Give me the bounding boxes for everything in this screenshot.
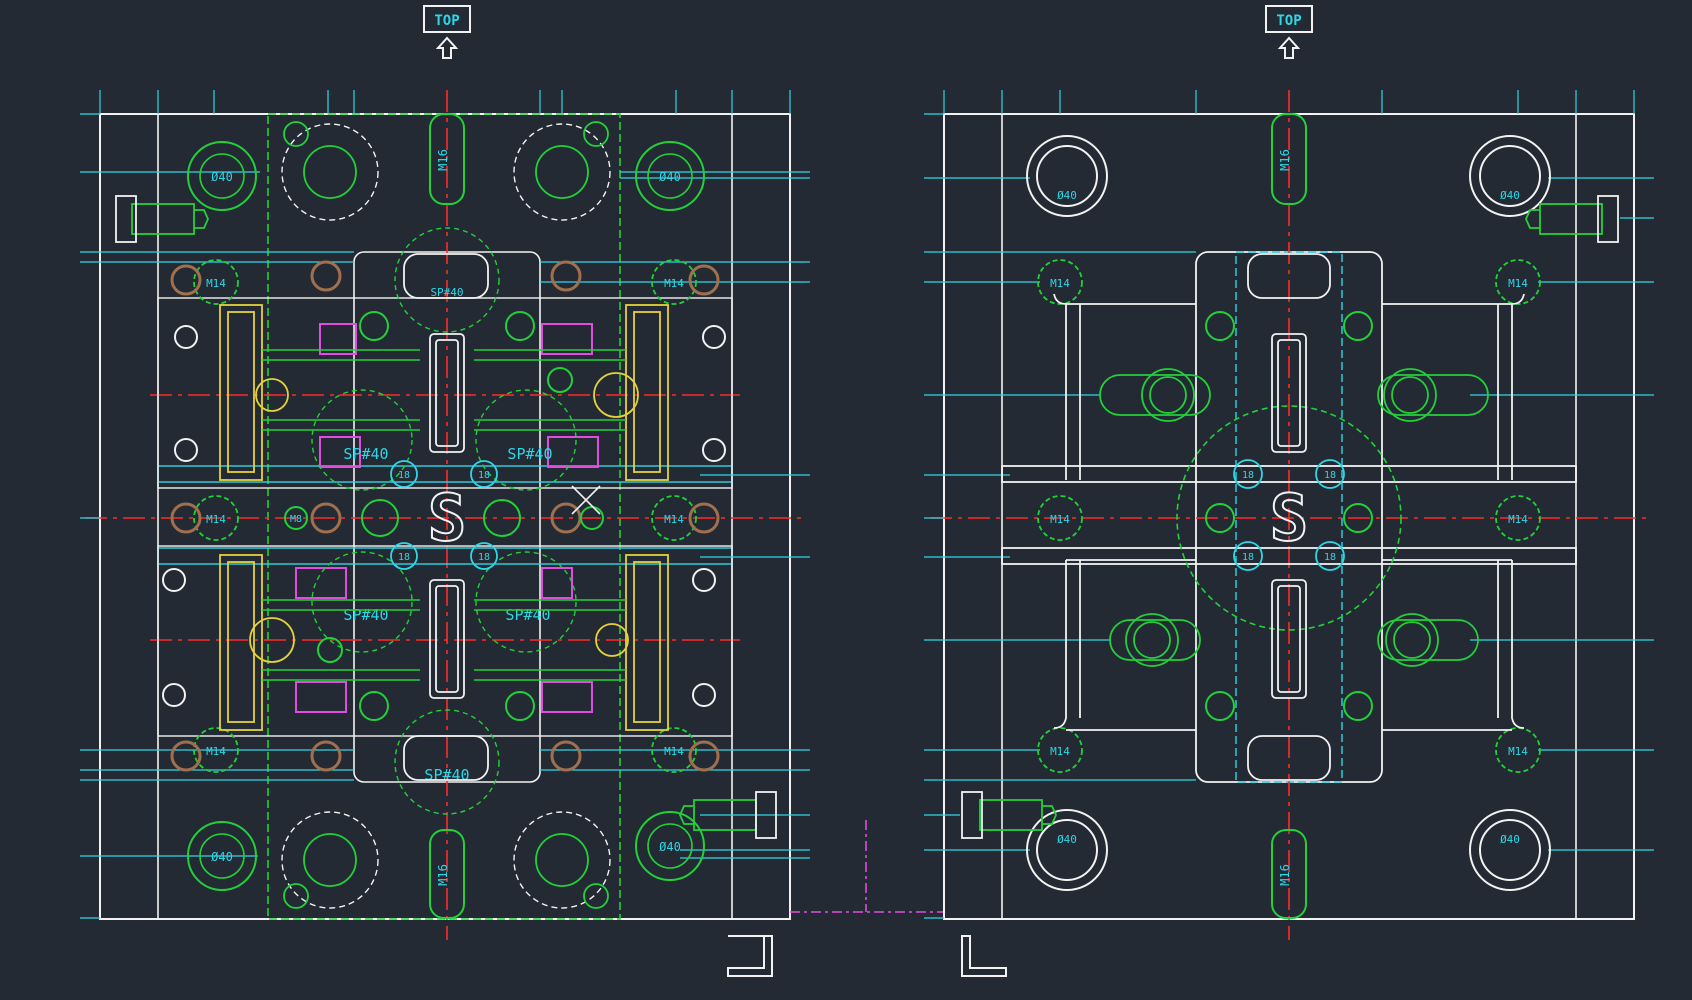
cross-mark <box>571 485 601 515</box>
m14-label: M14 <box>664 277 684 290</box>
cavity-label: SP#40 <box>430 286 463 299</box>
bush-label: 18 <box>478 552 490 563</box>
bush-label: 18 <box>1324 470 1336 481</box>
plate-holes <box>162 325 726 707</box>
guide-label: Ø40 <box>1057 833 1077 846</box>
m14-label: M14 <box>1508 513 1528 526</box>
svg-text:M16: M16 <box>436 149 450 171</box>
bush-label: 18 <box>1242 470 1254 481</box>
datum-corner-mark <box>961 935 1007 977</box>
side-cores <box>1099 368 1489 667</box>
core-slots <box>403 253 489 781</box>
m14-label: M14 <box>1508 277 1528 290</box>
m16-lower-slot: M16 <box>1271 829 1307 919</box>
side-bolt-left <box>961 791 1057 839</box>
ejector-rods <box>262 349 626 681</box>
view-link-lines <box>790 820 944 913</box>
fixed-half-view[interactable]: TOP <box>924 5 1654 977</box>
m14-label: M14 <box>664 745 684 758</box>
cavity-label: SP#40 <box>343 445 388 463</box>
m14-label: M14 <box>206 277 226 290</box>
slide-blocks <box>219 304 669 731</box>
dimension-lines <box>80 90 810 919</box>
top-marker: TOP <box>1265 5 1313 59</box>
m14-label: M14 <box>1050 277 1070 290</box>
runner-shape: S <box>428 482 467 556</box>
top-marker: TOP <box>423 5 471 59</box>
top-label: TOP <box>434 13 459 29</box>
guide-label: Ø40 <box>659 170 681 184</box>
top-arrow-icon <box>1277 36 1301 59</box>
top-arrow-icon <box>435 36 459 59</box>
bush-label: 18 <box>1242 552 1254 563</box>
datum-corner-mark <box>727 935 773 977</box>
m14-label: M14 <box>1050 745 1070 758</box>
cavity-label: SP#40 <box>424 766 469 784</box>
m14-label: M14 <box>664 513 684 526</box>
guide-label: Ø40 <box>211 850 233 864</box>
top-label: TOP <box>1276 13 1301 29</box>
return-pins <box>283 121 609 909</box>
bush-label: 18 <box>398 470 410 481</box>
return-pin-circles <box>281 123 611 909</box>
runner-shape: S <box>1270 482 1309 556</box>
m14-screws <box>193 259 697 773</box>
m16-upper-slot: M16 <box>1271 113 1307 205</box>
spring-pins <box>170 260 720 772</box>
m14-label: M14 <box>1050 513 1070 526</box>
svg-text:M16: M16 <box>1278 864 1292 886</box>
cavity-inserts <box>295 323 599 713</box>
side-bolt-right <box>679 791 777 839</box>
cavity-slots <box>1247 253 1331 781</box>
bush-label: 18 <box>1324 552 1336 563</box>
centerlines <box>930 90 1650 940</box>
cavity-circles <box>311 227 577 815</box>
m14-label: M14 <box>1508 745 1528 758</box>
guide-label: Ø40 <box>1500 189 1520 202</box>
dimension-lines <box>924 90 1654 919</box>
side-bolt-right <box>1525 195 1619 243</box>
moving-half-view[interactable]: TOP <box>80 5 810 977</box>
m14-screws <box>1037 259 1541 773</box>
m8-label: M8 <box>290 514 302 525</box>
guide-label: Ø40 <box>211 170 233 184</box>
slide-pockets <box>1001 293 1577 731</box>
cavity-label: SP#40 <box>507 445 552 463</box>
m16-upper-slot: M16 <box>429 113 465 205</box>
guide-label: Ø40 <box>1500 833 1520 846</box>
guide-bushings <box>1026 135 1551 891</box>
svg-text:M16: M16 <box>436 864 450 886</box>
guide-label: Ø40 <box>1057 189 1077 202</box>
svg-text:M16: M16 <box>1278 149 1292 171</box>
ejector-pins <box>1205 311 1373 721</box>
guide-pillars <box>187 141 705 891</box>
centerlines <box>85 90 805 940</box>
center-guide-bushes <box>390 460 498 570</box>
bush-label: 18 <box>398 552 410 563</box>
cavity-label: SP#40 <box>343 606 388 624</box>
sprue-ring <box>1176 405 1402 631</box>
center-guide-bushes <box>1233 459 1345 571</box>
m14-label: M14 <box>206 513 226 526</box>
m14-label: M14 <box>206 745 226 758</box>
bush-label: 18 <box>478 470 490 481</box>
m16-lower-slot: M16 <box>429 829 465 919</box>
guide-label: Ø40 <box>659 840 681 854</box>
cavity-label: SP#40 <box>505 606 550 624</box>
side-bolt-left <box>115 195 209 243</box>
